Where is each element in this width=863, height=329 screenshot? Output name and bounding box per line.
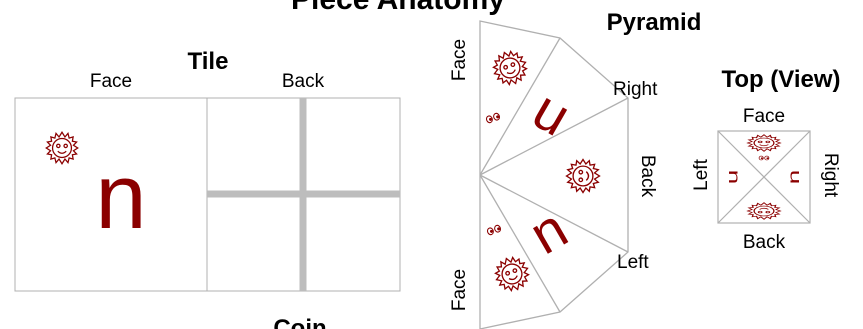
tile-sun-face-icon bbox=[46, 132, 78, 164]
pyramid-face-top-label: Face bbox=[449, 39, 470, 81]
top-view-back-sun-icon bbox=[748, 203, 781, 220]
pyramid-right-glyph: n bbox=[518, 86, 576, 156]
top-view-back-label: Back bbox=[743, 232, 786, 253]
pyramid-back-sun-icon bbox=[567, 160, 600, 193]
pyramid-right-label: Right bbox=[613, 79, 658, 100]
pyramid-back-label: Back bbox=[637, 155, 658, 198]
pyramid-left-label: Left bbox=[617, 252, 649, 273]
diagram-title: Piece Anatomy bbox=[291, 0, 505, 16]
top-view-right-label: Right bbox=[820, 153, 841, 198]
coin-heading: Coin bbox=[273, 315, 326, 329]
tile-glyph: n bbox=[95, 146, 146, 248]
pyramid-face-bottom-eyes-icon bbox=[487, 225, 502, 236]
pyramid-face-bottom-sun-icon bbox=[491, 253, 533, 295]
top-view-left-glyph: n bbox=[725, 170, 742, 184]
tile-face-label: Face bbox=[90, 71, 132, 92]
top-view-face-sun-icon bbox=[748, 135, 781, 152]
tile-heading: Tile bbox=[188, 48, 229, 75]
pyramid-heading: Pyramid bbox=[607, 9, 702, 36]
top-view-left-label: Left bbox=[691, 158, 712, 190]
pyramid-face-bottom-label: Face bbox=[449, 269, 470, 311]
tile-back-label: Back bbox=[282, 71, 325, 92]
top-view-face-label: Face bbox=[743, 106, 785, 127]
top-view-heading: Top (View) bbox=[721, 66, 840, 93]
pyramid-net bbox=[480, 21, 628, 329]
pyramid-face-top-sun-icon bbox=[489, 47, 531, 89]
top-view-face-eyes-icon bbox=[759, 156, 769, 160]
pyramid-face-top-eyes-icon bbox=[486, 113, 501, 124]
top-view-right-glyph: n bbox=[785, 170, 802, 184]
